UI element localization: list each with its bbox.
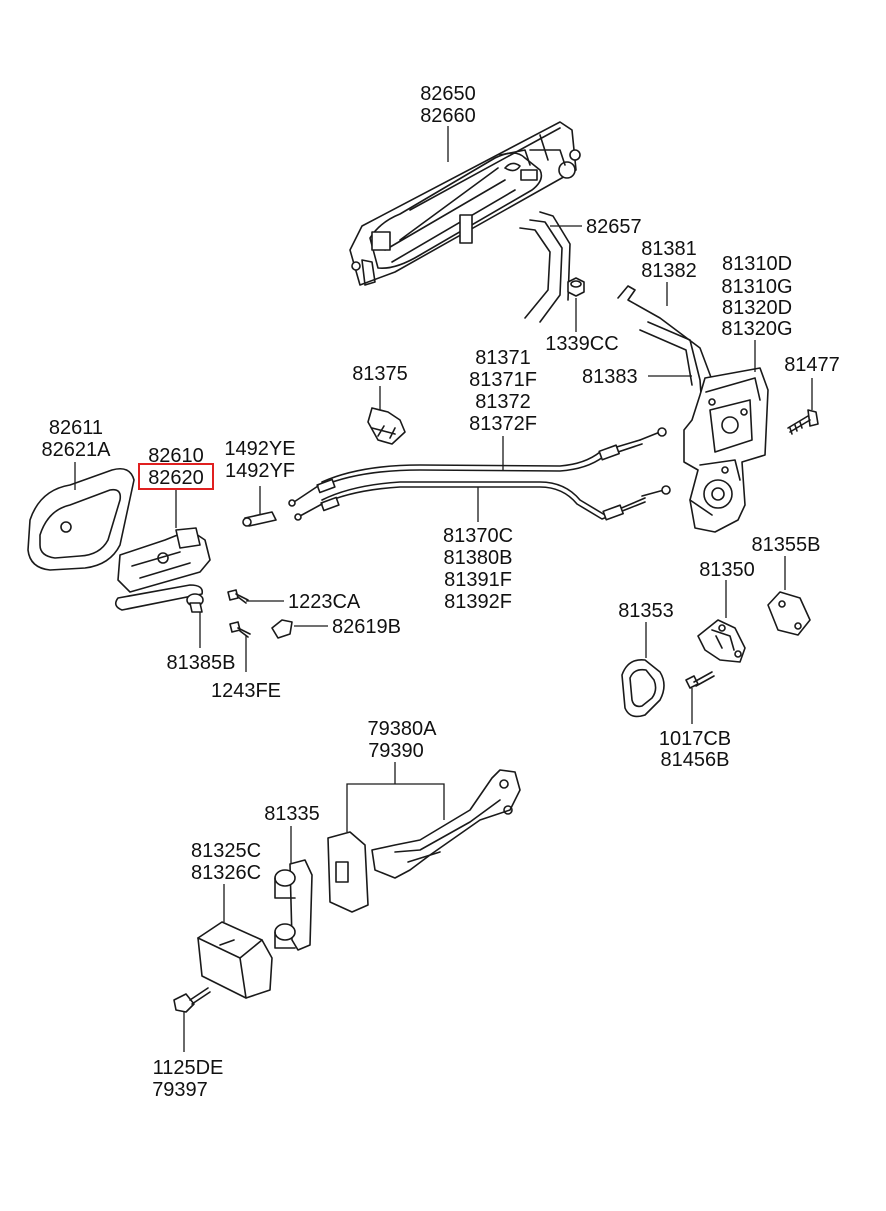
part-number: 81371F — [469, 369, 537, 391]
callout-hinge-cover[interactable]: 81325C 81326C — [191, 840, 261, 884]
part-number: 82657 — [586, 216, 642, 238]
highlight-box — [138, 463, 214, 490]
callout-nut[interactable]: 1339CC — [545, 333, 618, 355]
part-number: 79380A — [368, 718, 438, 740]
nut-drawing — [567, 277, 585, 297]
part-number: 82611 — [49, 417, 103, 439]
screw-1223CA-drawing — [227, 589, 249, 604]
striker-bolt-drawing — [685, 671, 715, 689]
callout-cap[interactable]: 82619B — [332, 616, 401, 638]
part-number: 81371 — [475, 347, 531, 369]
grommet-drawing — [186, 593, 204, 613]
cable-clip-drawing — [242, 511, 277, 527]
hinge-drawing — [274, 859, 313, 951]
callout-latch-screw[interactable]: 81477 — [784, 354, 840, 376]
callout-checker[interactable]: 79380A 79390 — [368, 718, 438, 762]
callout-striker[interactable]: 81350 — [699, 559, 755, 581]
callout-latch-assembly[interactable]: 81310D 81310G 81320D 81320G — [721, 253, 792, 340]
part-number: 81355B — [752, 534, 821, 556]
part-number: 81380B — [444, 547, 513, 569]
part-number: 81310D — [722, 253, 792, 275]
part-number: 81372 — [475, 391, 531, 413]
callout-inside-handle[interactable]: 82610 82620 — [138, 445, 214, 490]
part-number: 1017CB — [659, 728, 731, 750]
part-number: 82619B — [332, 616, 401, 638]
part-number: 81381 — [641, 238, 697, 260]
callout-clip[interactable]: 81375 — [352, 363, 408, 385]
part-number: 82621A — [42, 439, 112, 461]
callout-inside-bezel[interactable]: 82611 82621A — [42, 417, 112, 461]
part-number: 81320D — [722, 297, 792, 319]
part-number: 79397 — [152, 1079, 208, 1101]
part-number: 1339CC — [545, 333, 618, 355]
part-number: 82610 — [148, 445, 204, 467]
part-number: 81477 — [784, 354, 840, 376]
callout-cable-upper[interactable]: 81371 81371F 81372 81372F — [469, 347, 537, 435]
callout-striker-bolt[interactable]: 1017CB 81456B — [659, 728, 731, 771]
part-number: 1125DE — [153, 1057, 224, 1079]
part-number: 79390 — [368, 740, 424, 762]
inside-handle-drawing — [114, 527, 211, 611]
callout-cable-lower[interactable]: 81370C 81380B 81391F 81392F — [443, 525, 513, 613]
callout-seal[interactable]: 81353 — [618, 600, 674, 622]
part-number: 81310G — [721, 276, 792, 298]
callout-cover[interactable]: 81355B — [752, 534, 821, 556]
latch-assembly-drawing — [683, 367, 769, 533]
callout-grommet[interactable]: 81385B — [167, 652, 236, 674]
cover-drawing — [767, 591, 811, 636]
part-number: 81353 — [618, 600, 674, 622]
callout-screw-1223CA[interactable]: 1223CA — [288, 591, 361, 613]
callout-hinge[interactable]: 81335 — [264, 803, 320, 825]
part-number: 81350 — [699, 559, 755, 581]
cables-drawing — [288, 427, 671, 521]
part-number: 1492YE — [224, 438, 295, 460]
callout-lock-rod-b[interactable]: 81383 — [582, 366, 638, 388]
part-number-highlighted: 82620 — [148, 467, 204, 489]
checker-drawing — [327, 769, 521, 913]
part-number: 81326C — [191, 862, 261, 884]
callout-bolt[interactable]: 1125DE 79397 — [152, 1057, 223, 1101]
seal-drawing — [621, 658, 665, 718]
cap-drawing — [271, 619, 293, 639]
part-number: 81385B — [167, 652, 236, 674]
part-number: 1223CA — [288, 591, 361, 613]
inside-bezel-drawing — [27, 467, 135, 571]
part-number: 81320G — [721, 318, 792, 340]
hinge-cover-drawing — [197, 921, 273, 999]
callout-handle-rod[interactable]: 82657 — [586, 216, 642, 238]
part-number: 82660 — [420, 105, 476, 127]
part-number: 81392F — [444, 591, 512, 613]
callout-cable-clip[interactable]: 1492YE 1492YF — [224, 438, 295, 482]
part-number: 81370C — [443, 525, 513, 547]
part-number: 81325C — [191, 840, 261, 862]
callout-outside-handle[interactable]: 82650 82660 — [420, 83, 476, 127]
clip-drawing — [367, 407, 406, 445]
striker-drawing — [697, 619, 746, 663]
part-number: 1243FE — [211, 680, 281, 702]
part-number: 81456B — [661, 749, 730, 771]
part-number: 81391F — [444, 569, 512, 591]
part-number: 81383 — [582, 366, 638, 388]
part-number: 81375 — [352, 363, 408, 385]
screw-1243FE-drawing — [229, 621, 251, 638]
lock-rod-drawing — [617, 285, 713, 409]
part-number: 81372F — [469, 413, 537, 435]
callout-lock-rod-a[interactable]: 81381 81382 — [641, 238, 697, 282]
part-number: 81382 — [641, 260, 697, 282]
bolt-drawing — [173, 987, 211, 1013]
leader-lines — [74, 126, 813, 1052]
handle-rod-drawing — [519, 211, 571, 323]
part-number: 82650 — [420, 83, 476, 105]
latch-screw-drawing — [787, 409, 819, 435]
callout-screw-1243FE[interactable]: 1243FE — [211, 680, 281, 702]
part-number: 1492YF — [225, 460, 295, 482]
part-number: 81335 — [264, 803, 320, 825]
outside-handle-drawing — [349, 121, 581, 286]
